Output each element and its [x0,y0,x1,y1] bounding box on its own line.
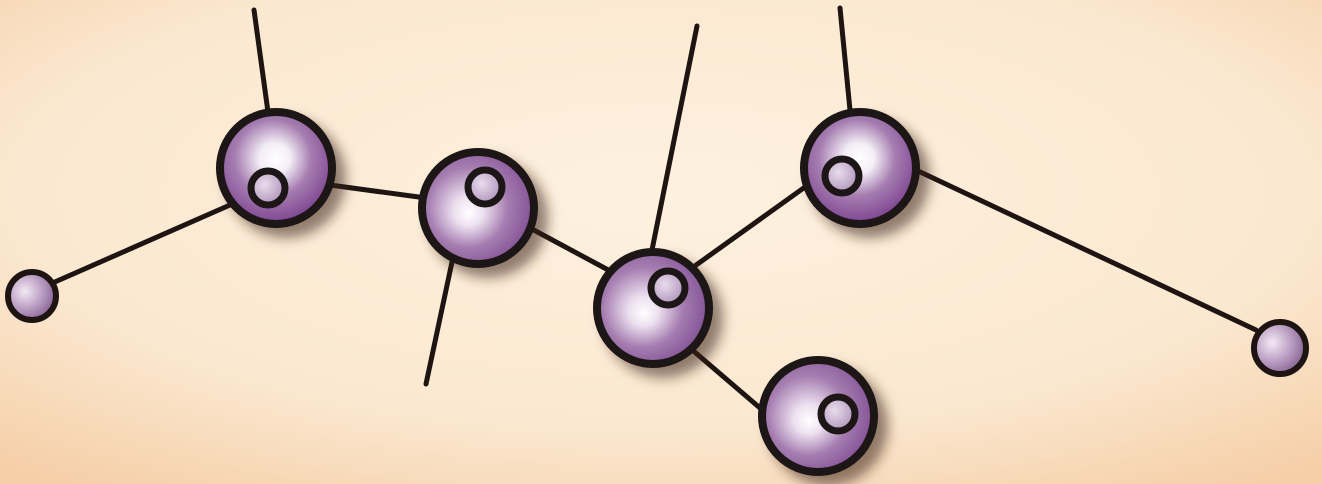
atom-node [758,356,878,476]
atom-node-small [5,269,59,323]
bond-line [837,5,853,113]
atom-node [800,108,920,228]
bond-line [251,7,271,115]
atom-inner-ring [464,166,506,208]
atom-inner-ring [817,393,859,435]
atom-inner-ring [247,167,289,209]
atom-inner-ring [821,155,863,197]
bond-line [689,179,815,271]
bond-line [649,23,700,253]
atom-node [418,148,538,268]
bond-line [327,182,429,201]
bonds [45,5,1259,411]
atom-inner-ring [647,267,689,309]
atom-node [216,108,336,228]
bond-line [687,345,763,411]
bond-line [45,202,233,288]
atom-node-small [1251,319,1309,377]
bond-line [913,167,1259,333]
atoms [5,108,1309,476]
atom-node [593,248,713,368]
bond-line [423,259,455,387]
bond-line [527,225,615,275]
